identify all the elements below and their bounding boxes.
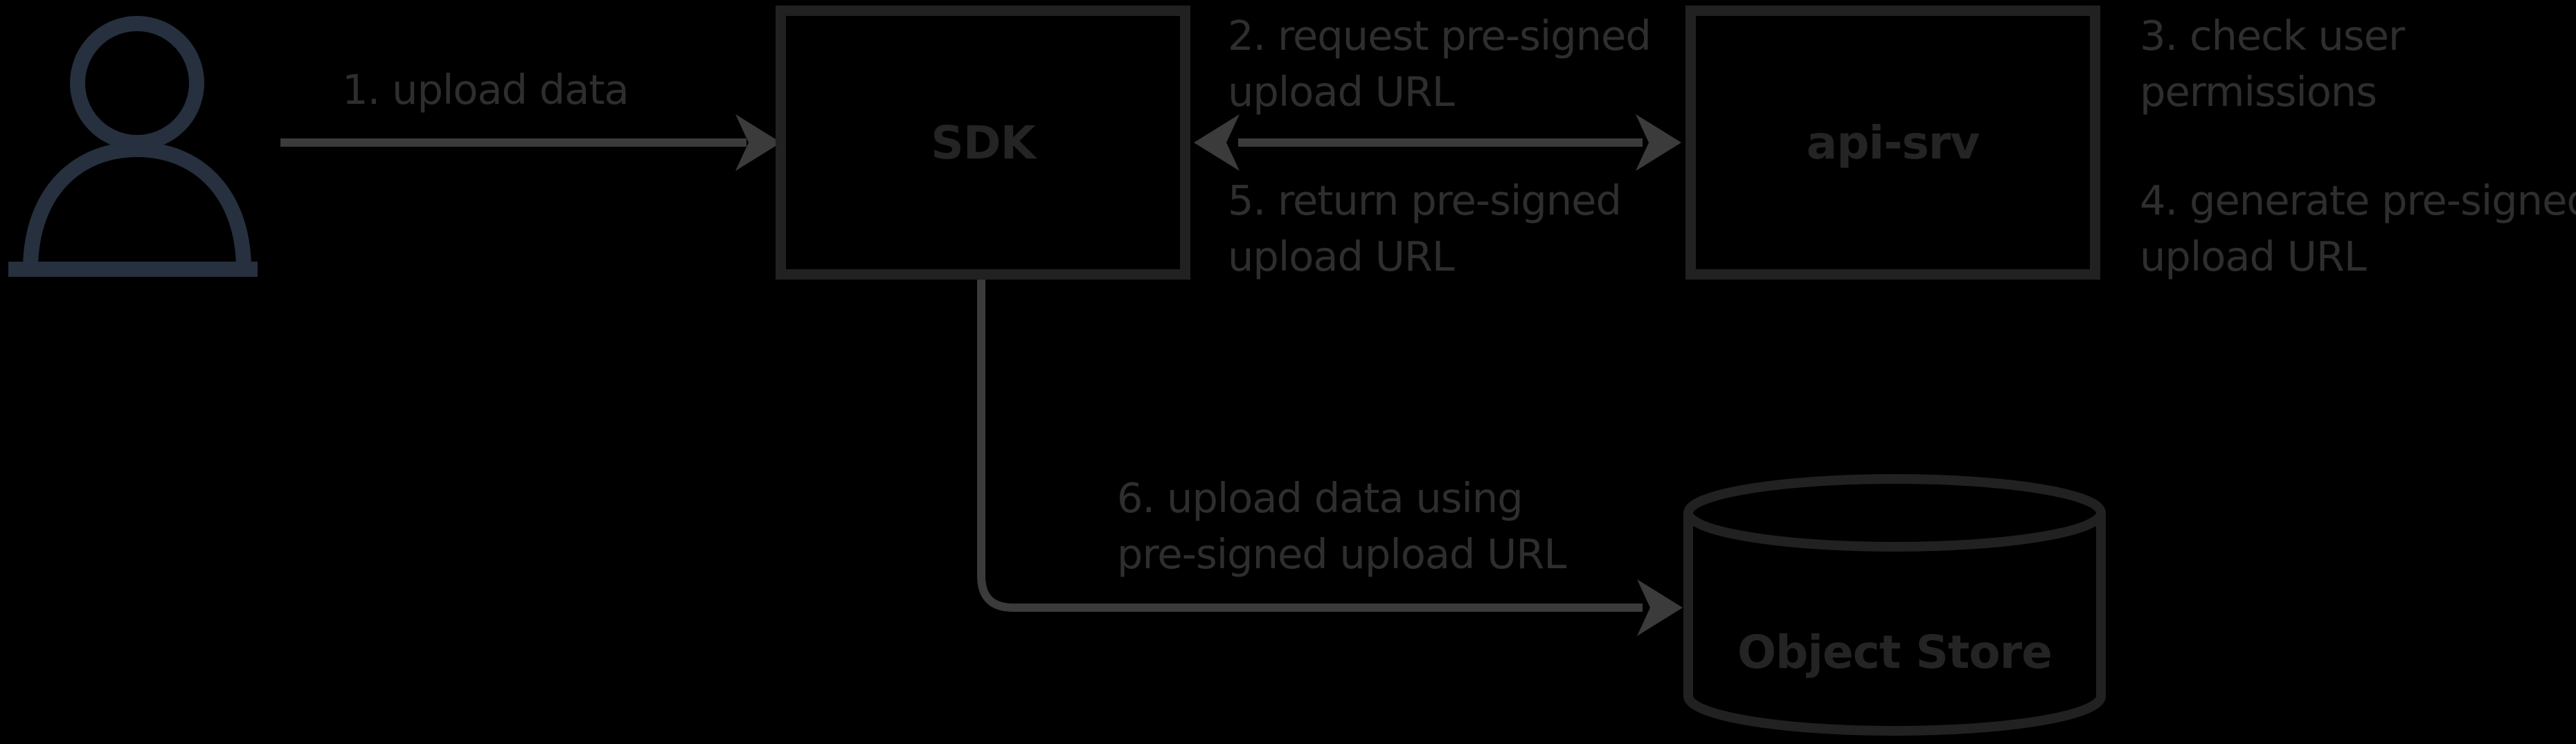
annotation-step4-line1: 4. generate pre-signed [2140,176,2576,224]
annotation-step3-line1: 3. check user [2140,12,2405,60]
annotation-step6-line2: pre-signed upload URL [1117,530,1566,578]
person-head [70,16,204,150]
annotation-step1: 1. upload data [342,62,629,118]
arrow-sdk-api-bidirectional [1194,114,1681,171]
node-sdk: SDK [776,6,1190,280]
annotation-step5-line1: 5. return pre-signed [1228,176,1622,224]
annotation-step2-line1: 2. request pre-signed [1228,12,1652,60]
arrowhead-right-icon [735,114,781,171]
annotation-step5: 5. return pre-signed upload URL [1228,172,1622,284]
arrowhead-left-icon [1194,114,1240,171]
annotation-step3: 3. check user permissions [2140,8,2405,120]
person-shoulders [23,141,251,270]
node-api-srv-label: api-srv [1806,116,1980,170]
node-api-srv: api-srv [1685,6,2100,280]
annotation-step4: 4. generate pre-signed upload URL [2140,172,2576,284]
annotation-step4-line2: upload URL [2140,233,2367,280]
annotation-step1-line1: 1. upload data [342,66,629,114]
arrow-sdk-to-object-store [977,278,1683,636]
arrow-user-to-sdk [280,114,781,171]
person-icon [8,16,258,277]
node-object-store-label: Object Store [1737,626,2052,679]
database-cylinder-icon [1683,474,2106,736]
arrowhead-right-icon [1637,579,1683,636]
annotation-step3-line2: permissions [2140,68,2377,116]
annotation-step6-line1: 6. upload data using [1117,474,1523,522]
annotation-step5-line2: upload URL [1228,233,1455,280]
node-sdk-label: SDK [931,116,1035,170]
arrowhead-right-icon [1636,114,1681,171]
node-object-store: Object Store [1679,473,2111,741]
annotation-step2-line2: upload URL [1228,68,1455,116]
annotation-step6: 6. upload data using pre-signed upload U… [1117,470,1566,582]
annotation-step2: 2. request pre-signed upload URL [1228,8,1652,120]
